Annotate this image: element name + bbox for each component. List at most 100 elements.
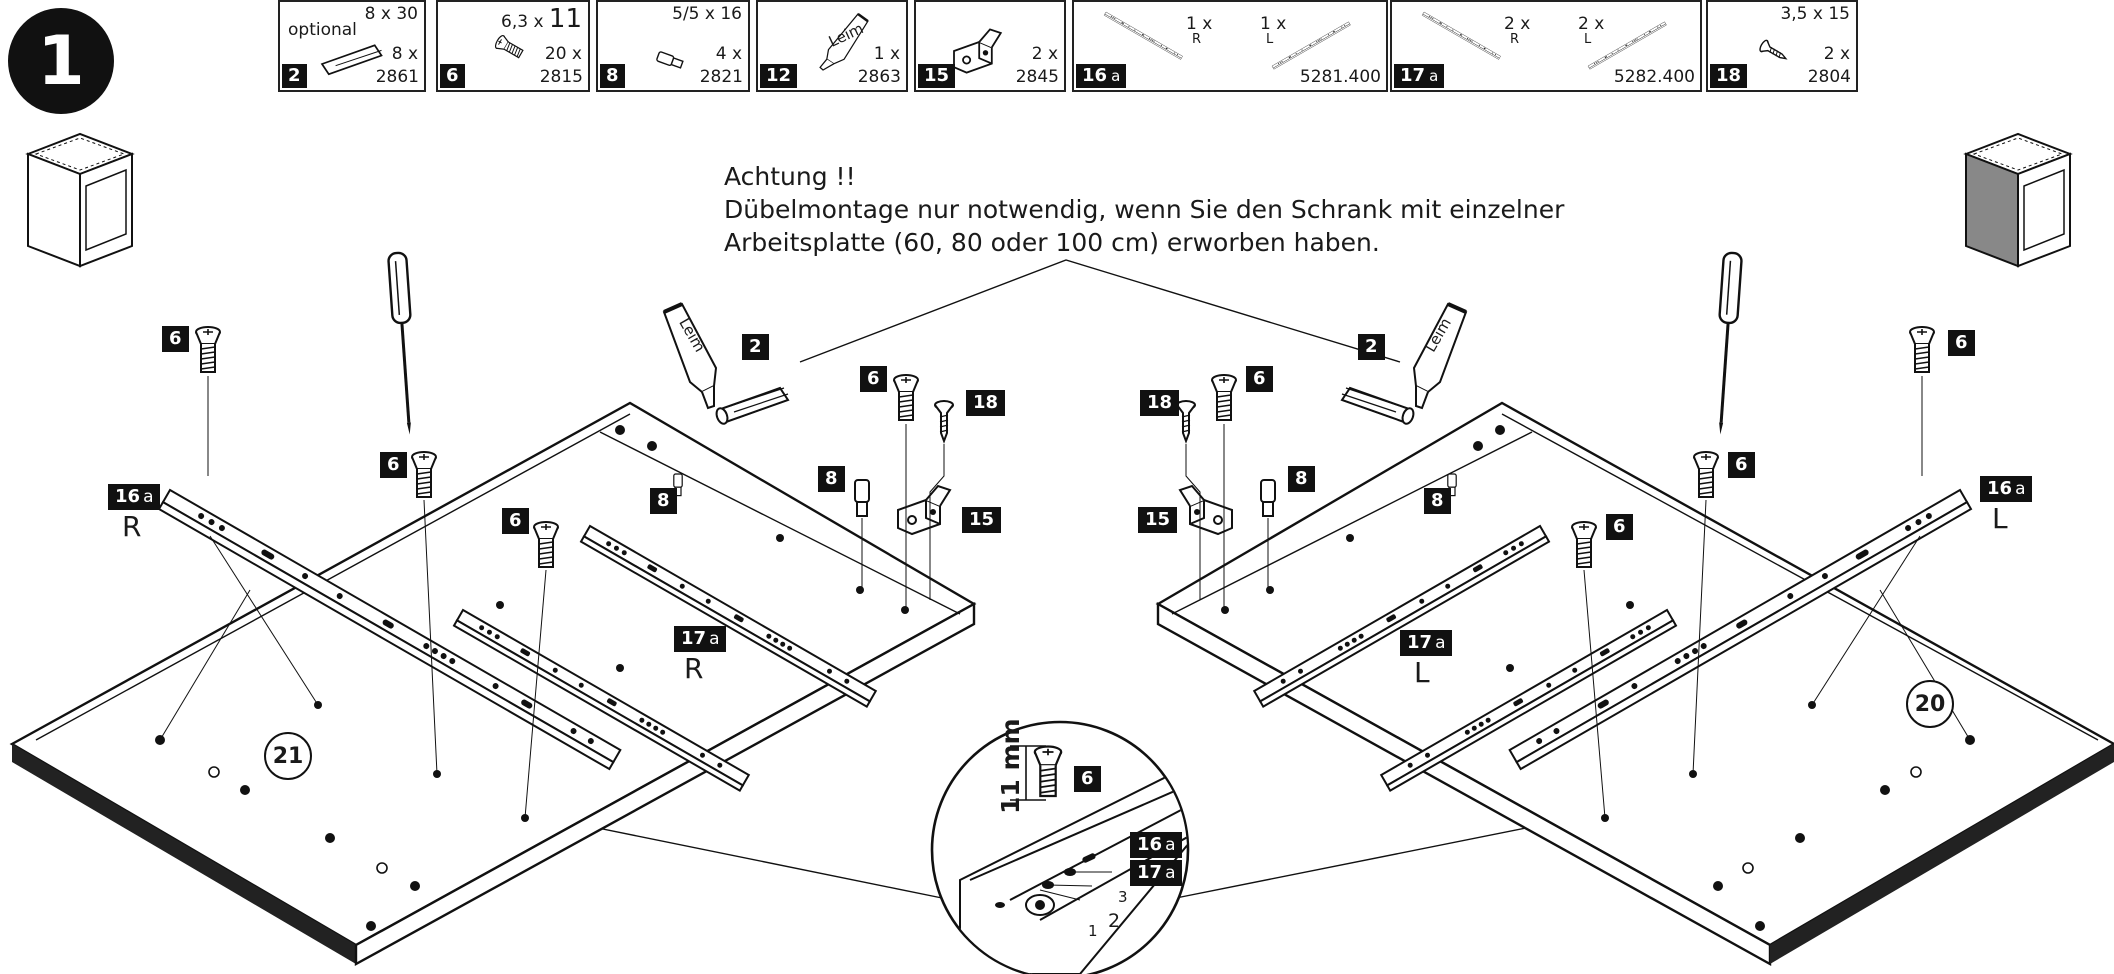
dowel-right-icon bbox=[1341, 387, 1417, 427]
part-optional-label: optional bbox=[288, 20, 357, 40]
part-side-left: L bbox=[1584, 32, 1592, 47]
note-line-3: Arbeitsplatte (60, 80 oder 100 cm) erwor… bbox=[724, 228, 1380, 257]
part-side-left: L bbox=[1266, 32, 1274, 47]
label-bracket-15: 15 bbox=[962, 507, 1002, 533]
dowel-left-icon bbox=[713, 387, 789, 427]
rail-side-letter: R bbox=[684, 652, 704, 685]
dowel-icon bbox=[320, 44, 383, 76]
label-screw-6: 6 bbox=[162, 326, 189, 352]
part-size: 8 x 30 bbox=[364, 4, 418, 24]
label-pin-8: 8 bbox=[1288, 466, 1315, 492]
part-card-8: 5/5 x 16 4 x 2821 8 bbox=[596, 0, 750, 92]
rail-id: 16 bbox=[1137, 834, 1163, 855]
part-id: 16 bbox=[1082, 65, 1108, 86]
rail-id: 17 bbox=[681, 628, 707, 649]
part-size: 5/5 x 16 bbox=[672, 4, 742, 24]
rail-id: 16 bbox=[115, 486, 141, 507]
screw-left-driver bbox=[411, 451, 437, 498]
label-wood-screw-18: 18 bbox=[966, 390, 1006, 416]
label-wood-screw-18: 18 bbox=[1140, 390, 1180, 416]
note-leader-lines bbox=[587, 259, 1567, 899]
label-dowel-2: 2 bbox=[742, 334, 769, 360]
screw-right-left bbox=[1211, 374, 1237, 421]
label-screw-6: 6 bbox=[1074, 766, 1101, 792]
part-quantity: 20 x bbox=[544, 44, 582, 64]
label-screw-6: 6 bbox=[502, 508, 529, 534]
label-screw-6: 6 bbox=[860, 366, 887, 392]
part-side-right: R bbox=[1510, 32, 1520, 47]
part-id: 15 bbox=[918, 64, 956, 88]
detail-magnifier bbox=[930, 720, 1190, 974]
screw-left-right bbox=[893, 374, 919, 421]
note-line-2: Dübelmontage nur notwendig, wenn Sie den… bbox=[724, 195, 1565, 224]
part-code: 2863 bbox=[857, 67, 901, 87]
dimension-label: 11 mm bbox=[996, 718, 1025, 814]
label-pin-8: 8 bbox=[650, 488, 677, 514]
part-id-suffix: a bbox=[1429, 67, 1439, 85]
label-screw-6: 6 bbox=[1728, 452, 1755, 478]
part-id: 2 bbox=[282, 64, 307, 88]
rail-side-letter: R bbox=[122, 510, 142, 543]
part-card-18: 3,5 x 15 2 x 2804 18 bbox=[1706, 0, 1858, 92]
part-quantity-right: 2 x bbox=[1504, 14, 1531, 34]
part-quantity: 1 x bbox=[873, 44, 900, 64]
rail-suffix: a bbox=[1435, 633, 1446, 653]
screw-left-top bbox=[195, 326, 221, 373]
part-code: 2815 bbox=[539, 67, 583, 87]
board-20 bbox=[1155, 401, 2114, 967]
part-code: 2804 bbox=[1807, 67, 1851, 87]
part-quantity-left: 1 x bbox=[1260, 14, 1287, 34]
wood-screw-left bbox=[934, 400, 954, 442]
rail-suffix: a bbox=[1165, 835, 1176, 855]
screwdriver-right-icon bbox=[1709, 250, 1744, 437]
label-screw-6: 6 bbox=[1606, 514, 1633, 540]
board-number: 20 bbox=[1906, 680, 1954, 728]
rail-suffix: a bbox=[143, 487, 154, 507]
part-id-suffix: a bbox=[1111, 67, 1121, 85]
part-quantity-right: 1 x bbox=[1186, 14, 1213, 34]
part-quantity: 4 x bbox=[715, 44, 742, 64]
cabinet-right-icon bbox=[1963, 132, 2073, 268]
part-card-6: 6,3 x 11 20 x 2815 6 bbox=[436, 0, 590, 92]
rail-side-letter: L bbox=[1992, 502, 2008, 535]
cabinet-left-icon bbox=[27, 133, 133, 267]
label-dowel-2: 2 bbox=[1358, 334, 1385, 360]
label-bracket-15: 15 bbox=[1138, 507, 1178, 533]
part-id: 17 bbox=[1400, 65, 1426, 86]
wood-screw-right bbox=[1176, 400, 1196, 442]
board-number: 21 bbox=[264, 732, 312, 780]
label-pin-8: 8 bbox=[818, 466, 845, 492]
part-side-right: R bbox=[1192, 32, 1202, 47]
part-code: 2821 bbox=[699, 67, 743, 87]
label-pin-8: 8 bbox=[1424, 488, 1451, 514]
part-size: 3,5 x 15 bbox=[1780, 4, 1850, 24]
part-code: 5282.400 bbox=[1613, 67, 1695, 87]
rail-suffix: a bbox=[1165, 863, 1176, 883]
hole-3-label: 3 bbox=[1118, 888, 1128, 906]
part-id: 18 bbox=[1710, 64, 1748, 88]
part-size-big: 11 bbox=[548, 4, 582, 34]
screw-right-driver bbox=[1693, 451, 1719, 498]
step-number: 1 bbox=[8, 8, 114, 114]
part-id: 6 bbox=[440, 64, 465, 88]
part-card-12: Leim 1 x 2863 12 bbox=[756, 0, 908, 92]
right-leader-lines bbox=[1185, 376, 1971, 819]
part-quantity: 2 x bbox=[1823, 44, 1850, 64]
label-screw-6: 6 bbox=[1948, 330, 1975, 356]
part-quantity-left: 2 x bbox=[1578, 14, 1605, 34]
rail-id: 17 bbox=[1137, 862, 1163, 883]
note-line-1: Achtung !! bbox=[724, 162, 856, 191]
part-code: 5281.400 bbox=[1299, 67, 1381, 87]
rail-side-letter: L bbox=[1414, 656, 1430, 689]
part-id: 8 bbox=[600, 64, 625, 88]
part-code: 2845 bbox=[1015, 67, 1059, 87]
screw-right-top bbox=[1909, 326, 1935, 373]
